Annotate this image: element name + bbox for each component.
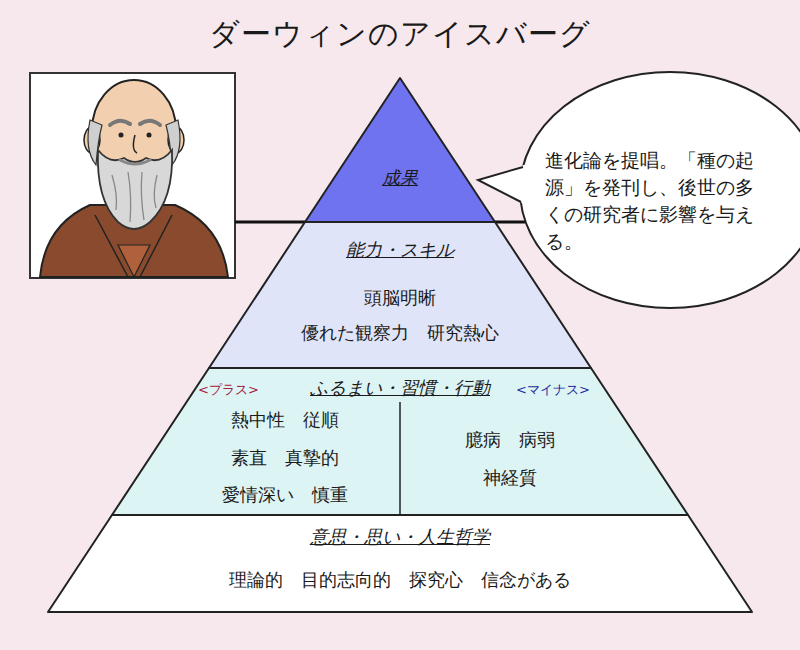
- bubble-text: 進化論を提唱。「種の起源」を発刊し、後世の多くの研究者に影響を与える。: [545, 147, 770, 255]
- band-heading: 成果: [305, 165, 495, 191]
- philosophy-band: 意思・思い・人生哲学理論的 目的志向的 探究心 信念がある: [48, 515, 752, 612]
- result-band: 成果: [305, 78, 495, 222]
- skill-band: 能力・スキル頭脳明晰優れた観察力 研究熱心: [209, 222, 591, 368]
- minus-label: <マイナス>: [516, 381, 590, 399]
- plus-label: <プラス>: [198, 381, 259, 399]
- trait-text: 愛情深い 慎重: [170, 482, 400, 508]
- result-band-shape: [305, 78, 495, 222]
- trait-text: 素直 真摯的: [170, 445, 400, 471]
- trait-text: 理論的 目的志向的 探究心 信念がある: [48, 567, 752, 593]
- trait-text: 神経質: [400, 465, 620, 491]
- band-heading: 能力・スキル: [209, 237, 591, 263]
- diagram-title: ダーウィンのアイスバーグ: [0, 14, 800, 54]
- trait-text: 臆病 病弱: [400, 427, 620, 453]
- plus-cell: 熱中性 従順素直 真摯的愛情深い 慎重: [170, 400, 400, 515]
- portrait-frame: [30, 73, 235, 278]
- trait-text: 熱中性 従順: [170, 407, 400, 433]
- minus-cell-shape: [400, 400, 620, 515]
- trait-text: 優れた観察力 研究熱心: [209, 320, 591, 346]
- minus-cell: 臆病 病弱神経質: [400, 400, 620, 515]
- band-heading: 意思・思い・人生哲学: [48, 524, 752, 550]
- darwin-portrait: [40, 80, 228, 277]
- trait-text: 頭脳明晰: [209, 285, 591, 311]
